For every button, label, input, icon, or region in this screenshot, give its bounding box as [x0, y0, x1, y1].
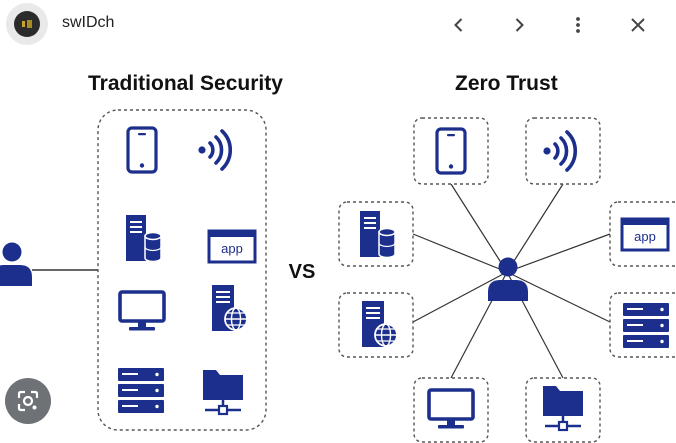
zt-app-label: app	[634, 229, 656, 244]
chevron-right-icon	[515, 18, 524, 32]
monitor-icon	[118, 290, 166, 333]
user-icon	[0, 242, 32, 286]
app-label: app	[221, 241, 243, 256]
traditional-security-heading: Traditional Security	[88, 72, 283, 95]
vs-label: VS	[289, 261, 316, 283]
server-database-icon	[125, 214, 162, 263]
top-bar: swIDch	[0, 0, 676, 50]
close-button[interactable]	[622, 9, 654, 41]
site-logo-icon	[14, 11, 40, 37]
server-web-icon	[211, 284, 248, 332]
wifi-signal-icon	[196, 129, 233, 171]
zt-server-rack-icon	[623, 303, 669, 348]
app-window-icon: app	[207, 229, 257, 264]
lens-search-button[interactable]	[5, 378, 51, 424]
mobile-phone-icon	[126, 126, 158, 174]
close-icon	[631, 18, 645, 32]
server-rack-icon	[118, 368, 164, 413]
previous-button[interactable]	[443, 9, 475, 41]
chevron-left-icon	[454, 18, 463, 32]
more-options-button[interactable]	[562, 9, 594, 41]
network-folder-icon	[201, 368, 245, 416]
next-button[interactable]	[503, 9, 535, 41]
security-perimeter	[97, 109, 267, 431]
google-lens-icon	[17, 390, 39, 412]
zero-trust-heading: Zero Trust	[455, 72, 558, 95]
zt-app-window-icon: app	[620, 217, 670, 252]
site-logo[interactable]	[6, 3, 48, 45]
site-name[interactable]: swIDch	[62, 14, 115, 31]
more-vert-icon	[576, 17, 580, 33]
